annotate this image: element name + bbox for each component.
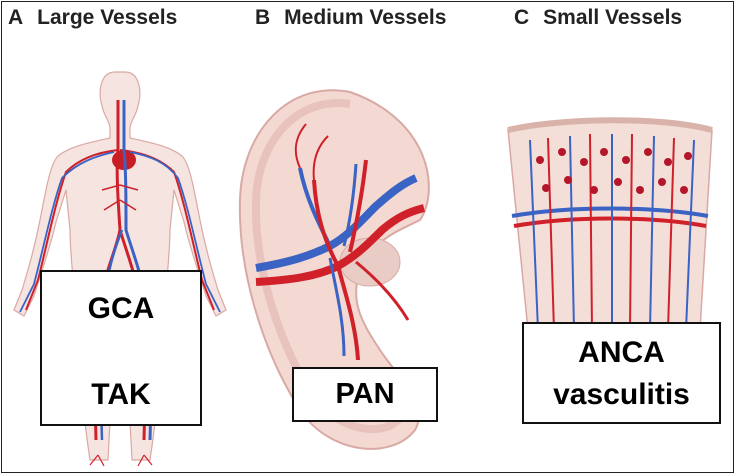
panel-b-label-box: PAN (292, 367, 438, 422)
anca-label: ANCA (524, 336, 719, 370)
gca-label: GCA (42, 292, 200, 326)
panel-a-label-box: GCA TAK (40, 270, 202, 426)
vasculitis-label: vasculitis (524, 378, 719, 412)
small-vessels-illustration (508, 120, 712, 330)
pan-label: PAN (335, 378, 394, 410)
tak-label: TAK (42, 378, 200, 412)
panel-c-label-box: ANCA vasculitis (522, 322, 721, 424)
